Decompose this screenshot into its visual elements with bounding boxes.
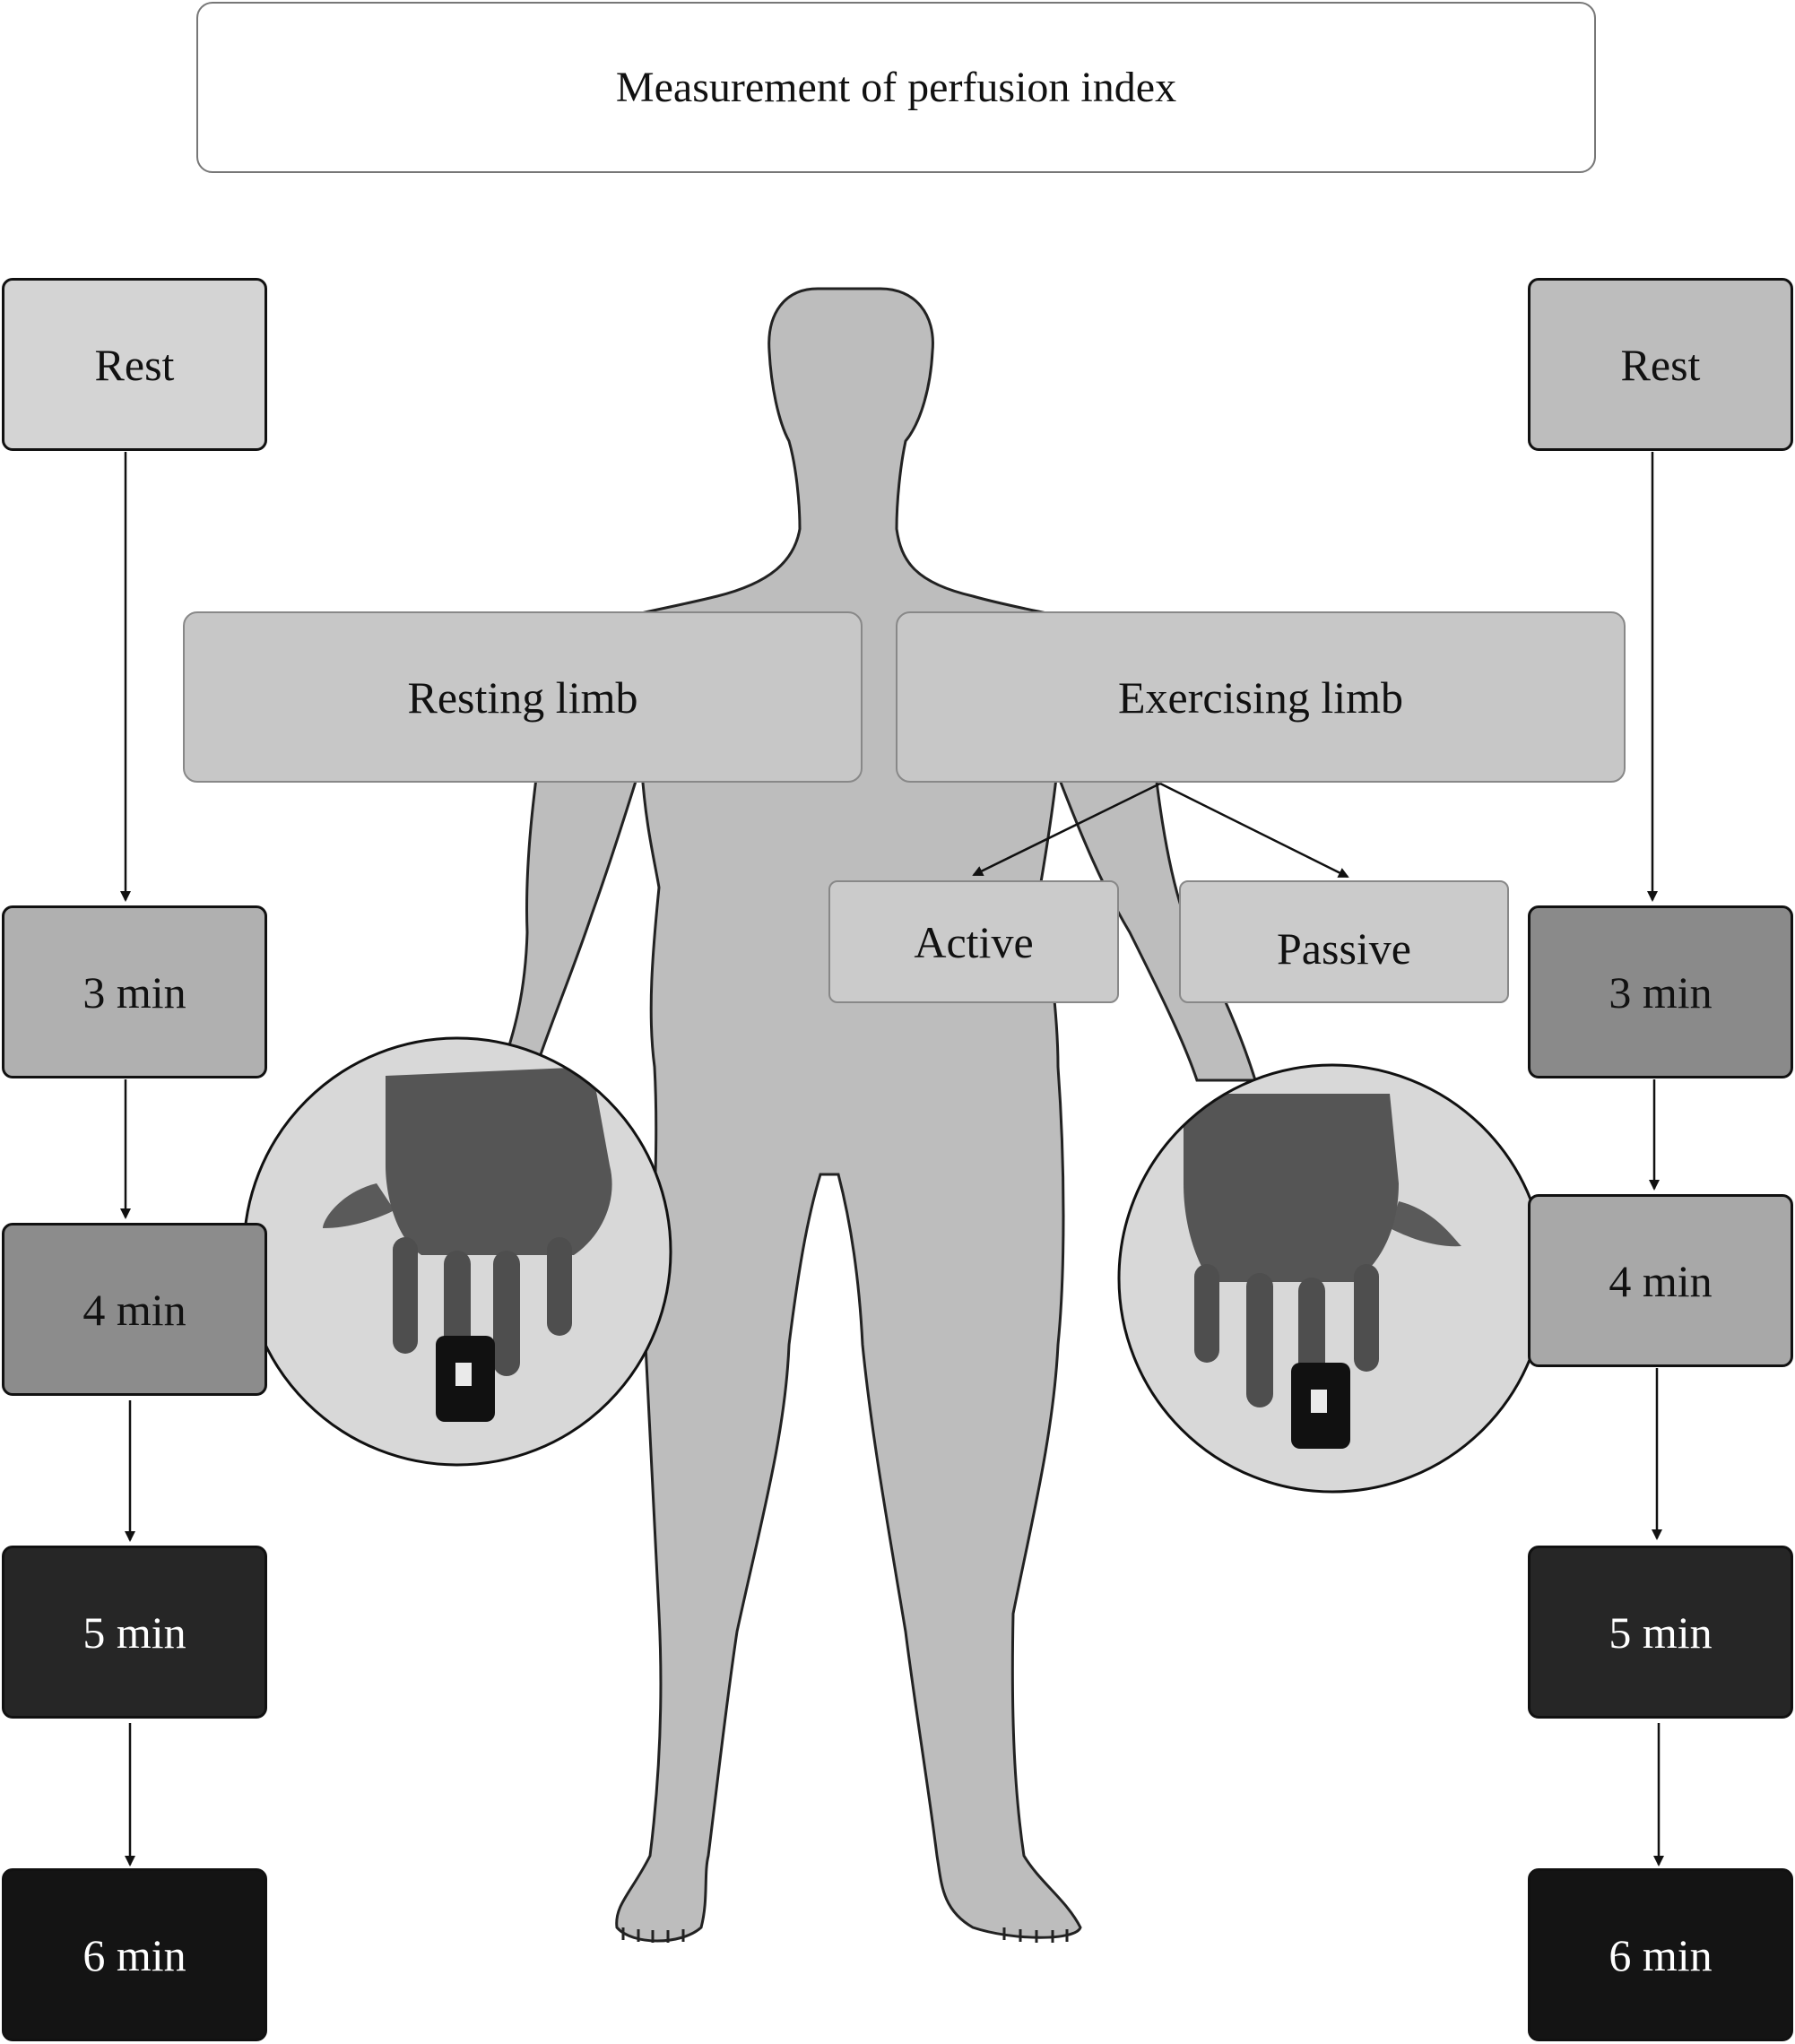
exercising-limb-label: Exercising limb: [1118, 671, 1403, 723]
right-step-rest: Rest: [1528, 278, 1793, 451]
active-mode-box: Active: [828, 880, 1119, 1003]
right-step-5min: 5 min: [1528, 1546, 1793, 1719]
right-step-4min: 4 min: [1528, 1194, 1793, 1367]
left-step-4min: 4 min: [2, 1223, 267, 1396]
right-step-5min-label: 5 min: [1609, 1607, 1713, 1658]
left-flow-arrows: [120, 452, 135, 1866]
right-flow-arrows: [1647, 452, 1664, 1866]
left-step-3min-label: 3 min: [82, 966, 186, 1018]
active-mode-label: Active: [914, 916, 1034, 967]
right-step-6min: 6 min: [1528, 1868, 1793, 2041]
exercise-mode-arrows: [972, 782, 1349, 879]
left-step-rest: Rest: [2, 278, 267, 451]
resting-limb-box: Resting limb: [183, 611, 863, 783]
diagram-title-text: Measurement of perfusion index: [615, 64, 1177, 111]
left-step-3min: 3 min: [2, 905, 267, 1078]
left-step-5min: 5 min: [2, 1546, 267, 1719]
diagram-title: Measurement of perfusion index: [196, 2, 1596, 173]
right-hand-oximeter-photo-icon: [1117, 1063, 1548, 1494]
left-step-5min-label: 5 min: [82, 1607, 186, 1658]
right-step-rest-label: Rest: [1620, 339, 1701, 390]
exercising-limb-box: Exercising limb: [896, 611, 1626, 783]
right-step-6min-label: 6 min: [1609, 1929, 1713, 1980]
left-hand-oximeter-photo-icon: [242, 1036, 672, 1467]
left-step-6min-label: 6 min: [82, 1929, 186, 1980]
right-step-4min-label: 4 min: [1609, 1255, 1713, 1306]
resting-limb-label: Resting limb: [407, 671, 638, 723]
right-step-3min-label: 3 min: [1609, 966, 1713, 1018]
passive-mode-box: Passive: [1179, 880, 1509, 1003]
left-step-4min-label: 4 min: [82, 1284, 186, 1335]
left-step-rest-label: Rest: [94, 339, 175, 390]
passive-mode-label: Passive: [1277, 922, 1411, 974]
left-step-6min: 6 min: [2, 1868, 267, 2041]
right-step-3min: 3 min: [1528, 905, 1793, 1078]
